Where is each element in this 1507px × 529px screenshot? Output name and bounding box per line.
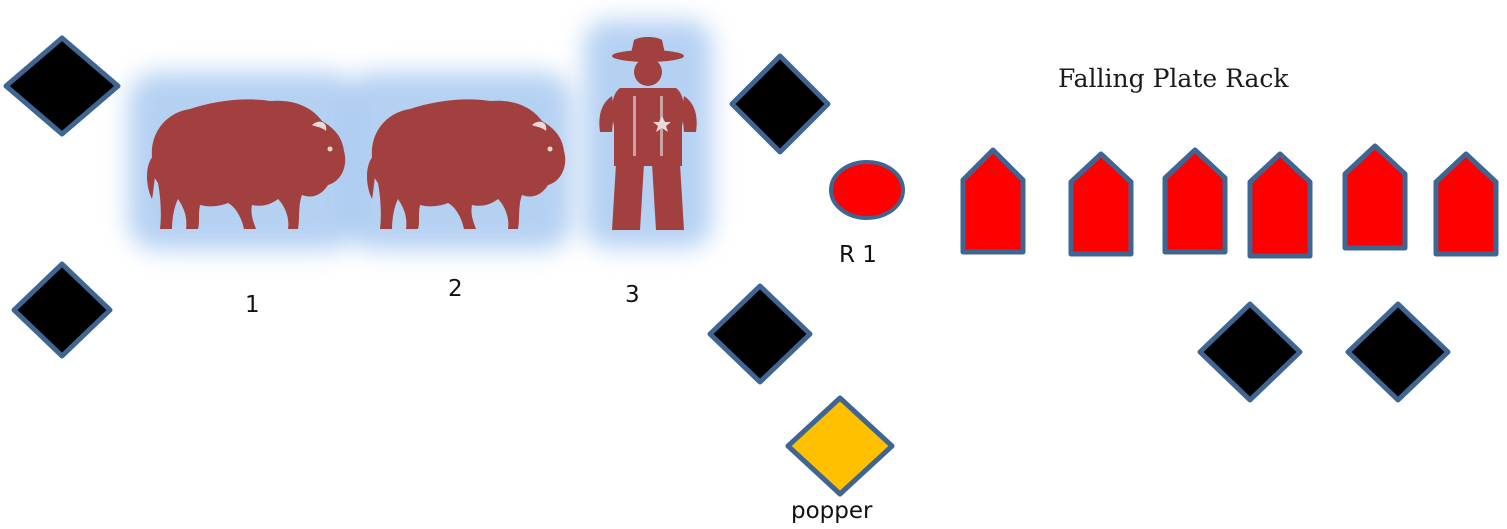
round-plate-label: R 1 [839,242,877,268]
barrel-marker [1197,301,1303,403]
falling-plate-marker [1068,151,1134,257]
barrel-marker [729,53,831,155]
rack-title: Falling Plate Rack [1058,64,1289,93]
target-1-label: 1 [245,292,260,318]
barrel-marker [3,35,121,137]
falling-plate-group [960,143,1499,259]
round-plate-marker [829,160,905,220]
target-2-label: 2 [448,276,463,302]
barrel-marker [707,283,813,385]
popper-marker [785,395,895,497]
target-3-label: 3 [625,282,640,308]
barrel-marker [1345,301,1451,403]
barrel-group [3,35,1451,403]
falling-plate-marker [960,147,1026,255]
barrel-marker [11,261,113,359]
falling-plate-marker [1162,147,1228,255]
popper-label: popper [791,498,873,524]
falling-plate-marker [1247,151,1313,259]
falling-plate-marker [1433,151,1499,257]
falling-plate-marker [1342,143,1408,251]
cowboy-target-icon [599,37,697,230]
